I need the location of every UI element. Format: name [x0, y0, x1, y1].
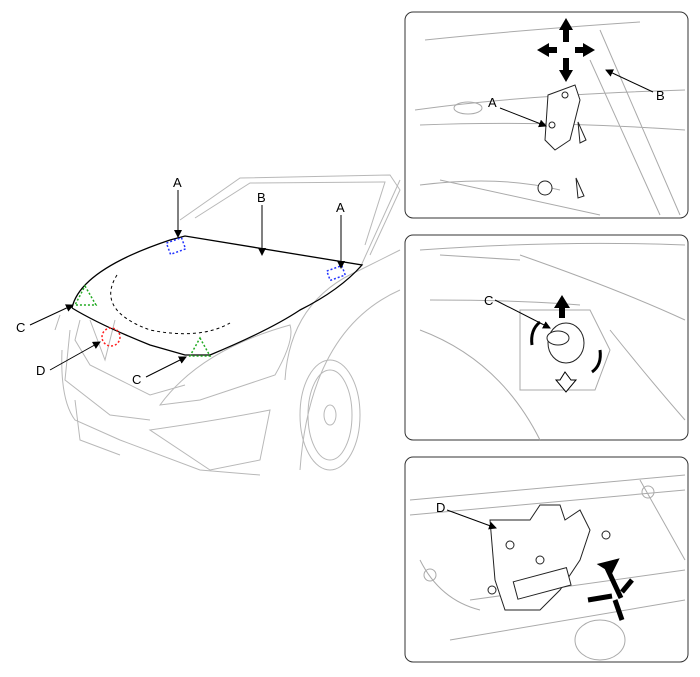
hinge-marker-left [165, 236, 187, 256]
hinge-label-a: A [488, 95, 497, 110]
detail-panel-latch: D [404, 456, 689, 663]
label-a-right: A [336, 200, 345, 215]
detail-panel-hinge: A B [404, 11, 689, 219]
rotate-arrow-icon [530, 320, 541, 346]
lower-arrow-icon [554, 371, 578, 393]
bumper-marker-right [188, 336, 212, 357]
latch-label-d: D [436, 500, 445, 515]
hinge-marker-right [325, 264, 347, 282]
label-c-bottom: C [132, 372, 141, 387]
hinge-label-b: B [656, 88, 665, 103]
bumper-marker-left [73, 284, 98, 306]
label-c-left: C [16, 320, 25, 335]
detail-panel-bumper: C [404, 234, 689, 441]
car-illustration [54, 174, 401, 476]
adjust-arrows-icon [537, 18, 595, 82]
label-d: D [36, 363, 45, 378]
latch-marker [101, 327, 121, 347]
hood-outline [71, 235, 364, 356]
label-b: B [257, 190, 266, 205]
label-a-left: A [173, 175, 182, 190]
raise-arrow-icon [554, 295, 570, 318]
bumper-label-c: C [484, 293, 493, 308]
adjust-arrows-icon [587, 558, 634, 621]
hinge-bracket [544, 84, 581, 151]
